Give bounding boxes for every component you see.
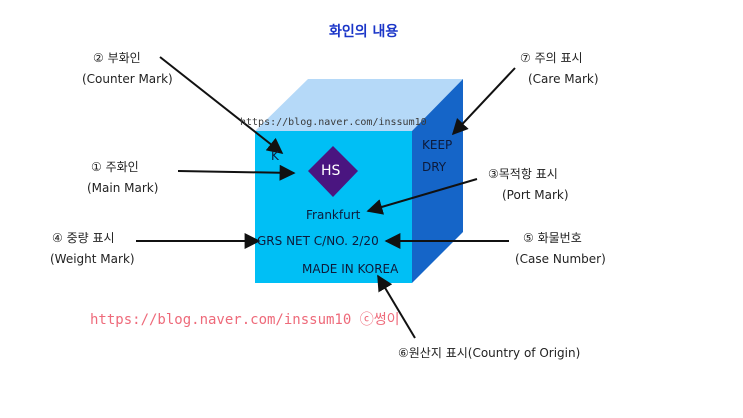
arrow-country-origin — [377, 274, 416, 339]
label-care-mark-en: (Care Mark) — [528, 72, 599, 86]
label-port-mark-en: (Port Mark) — [502, 188, 569, 202]
label-counter-mark-en: (Counter Mark) — [82, 72, 173, 86]
box-counter-mark-text: K — [271, 149, 279, 163]
watermark-large: https://blog.naver.com/inssum10 ⓒ썽이 — [90, 312, 400, 328]
label-main-mark-ko: ① 주화인 — [91, 160, 139, 174]
main-mark-diamond — [308, 146, 358, 197]
label-main-mark-en: (Main Mark) — [87, 181, 159, 195]
label-counter-mark-ko: ② 부화인 — [93, 51, 141, 65]
label-care-mark-ko: ⑦ 주의 표시 — [520, 51, 583, 65]
label-case-number-en: (Case Number) — [515, 252, 606, 266]
box-care-text-2: DRY — [422, 160, 447, 174]
box-top-face — [255, 79, 463, 131]
arrow-care-mark — [451, 67, 516, 136]
box-origin-text: MADE IN KOREA — [302, 262, 399, 276]
box-port-text: Frankfurt — [306, 208, 361, 222]
box-main-mark-text: HS — [321, 163, 341, 179]
box-care-text-1: KEEP — [422, 138, 453, 152]
box-watermark: https://blog.naver.com/inssum10 — [240, 117, 427, 128]
box-side-face — [412, 79, 463, 283]
label-country-origin: ⑥원산지 표시(Country of Origin) — [398, 346, 581, 360]
label-weight-mark-en: (Weight Mark) — [50, 252, 135, 266]
label-case-number-ko: ⑤ 화물번호 — [523, 231, 582, 245]
label-weight-mark-ko: ④ 중량 표시 — [52, 231, 115, 245]
arrow-port-mark — [366, 178, 478, 215]
arrow-counter-mark — [159, 56, 284, 154]
label-port-mark-ko: ③목적항 표시 — [488, 167, 558, 181]
box-weight-text: GRS NET C/NO. 2/20 — [257, 234, 379, 248]
arrow-main-mark — [177, 164, 296, 181]
page-title: 화인의 내용 — [329, 24, 399, 40]
